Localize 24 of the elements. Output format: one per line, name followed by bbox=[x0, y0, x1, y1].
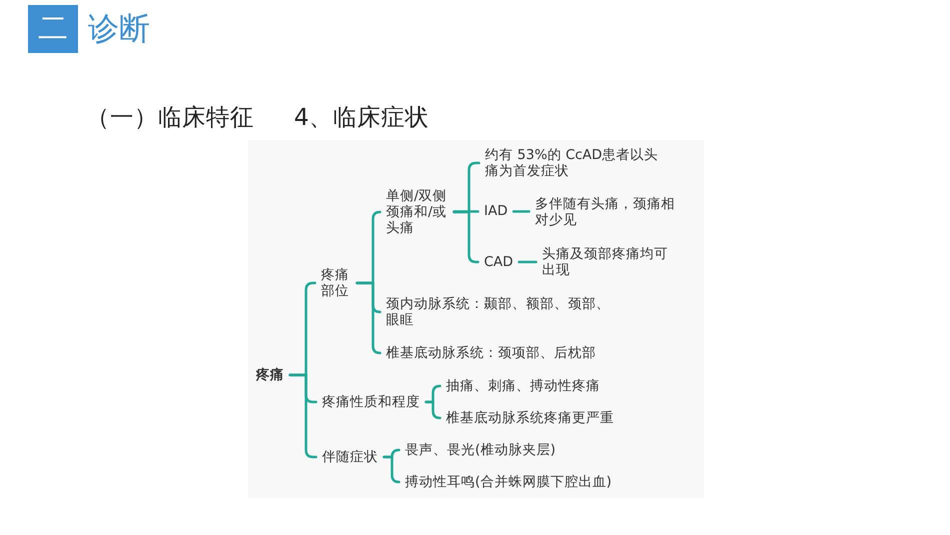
bracket-connector bbox=[518, 260, 538, 264]
section-title: 诊断 bbox=[88, 10, 150, 49]
topic-heading: 4、临床症状 bbox=[294, 103, 429, 131]
topic-text: 伴随症状 bbox=[316, 449, 384, 465]
root-topic: 疼痛 bbox=[250, 367, 290, 383]
topic-text: 颈内动脉系统：颞部、额部、颈部、眼眶 bbox=[380, 296, 625, 328]
topic-text: 头痛及颈部疼痛均可出现 bbox=[536, 246, 681, 278]
topic-text: 单侧/双侧颈痛和/或头痛 bbox=[380, 188, 454, 236]
bracket-connector bbox=[512, 210, 530, 213]
topic-text: 疼痛部位 bbox=[315, 267, 357, 299]
topic-text: CAD bbox=[478, 254, 520, 270]
topic-text: IAD bbox=[478, 203, 514, 219]
topic-text: 畏声、畏光(椎动脉夹层) bbox=[399, 442, 562, 458]
topic-text: 椎基底动脉系统疼痛更严重 bbox=[440, 410, 620, 426]
subsection-heading: （一）临床特征 bbox=[86, 103, 254, 131]
topic-text: 约有 53%的 CcAD患者以头痛为首发症状 bbox=[479, 147, 670, 179]
section-number-tile: 二 bbox=[28, 5, 78, 53]
topic-text: 疼痛性质和程度 bbox=[316, 394, 426, 410]
bracket-connector bbox=[424, 400, 442, 420]
topic-text: 抽痛、刺痛、搏动性疼痛 bbox=[440, 378, 606, 394]
bracket-connector bbox=[452, 210, 480, 213]
topic-text: 搏动性耳鸣(合并蛛网膜下腔出血) bbox=[399, 474, 618, 490]
topic-text: 椎基底动脉系统：颈项部、后枕部 bbox=[380, 345, 602, 361]
topic-text: 多伴随有头痛，颈痛相对少见 bbox=[529, 196, 688, 228]
